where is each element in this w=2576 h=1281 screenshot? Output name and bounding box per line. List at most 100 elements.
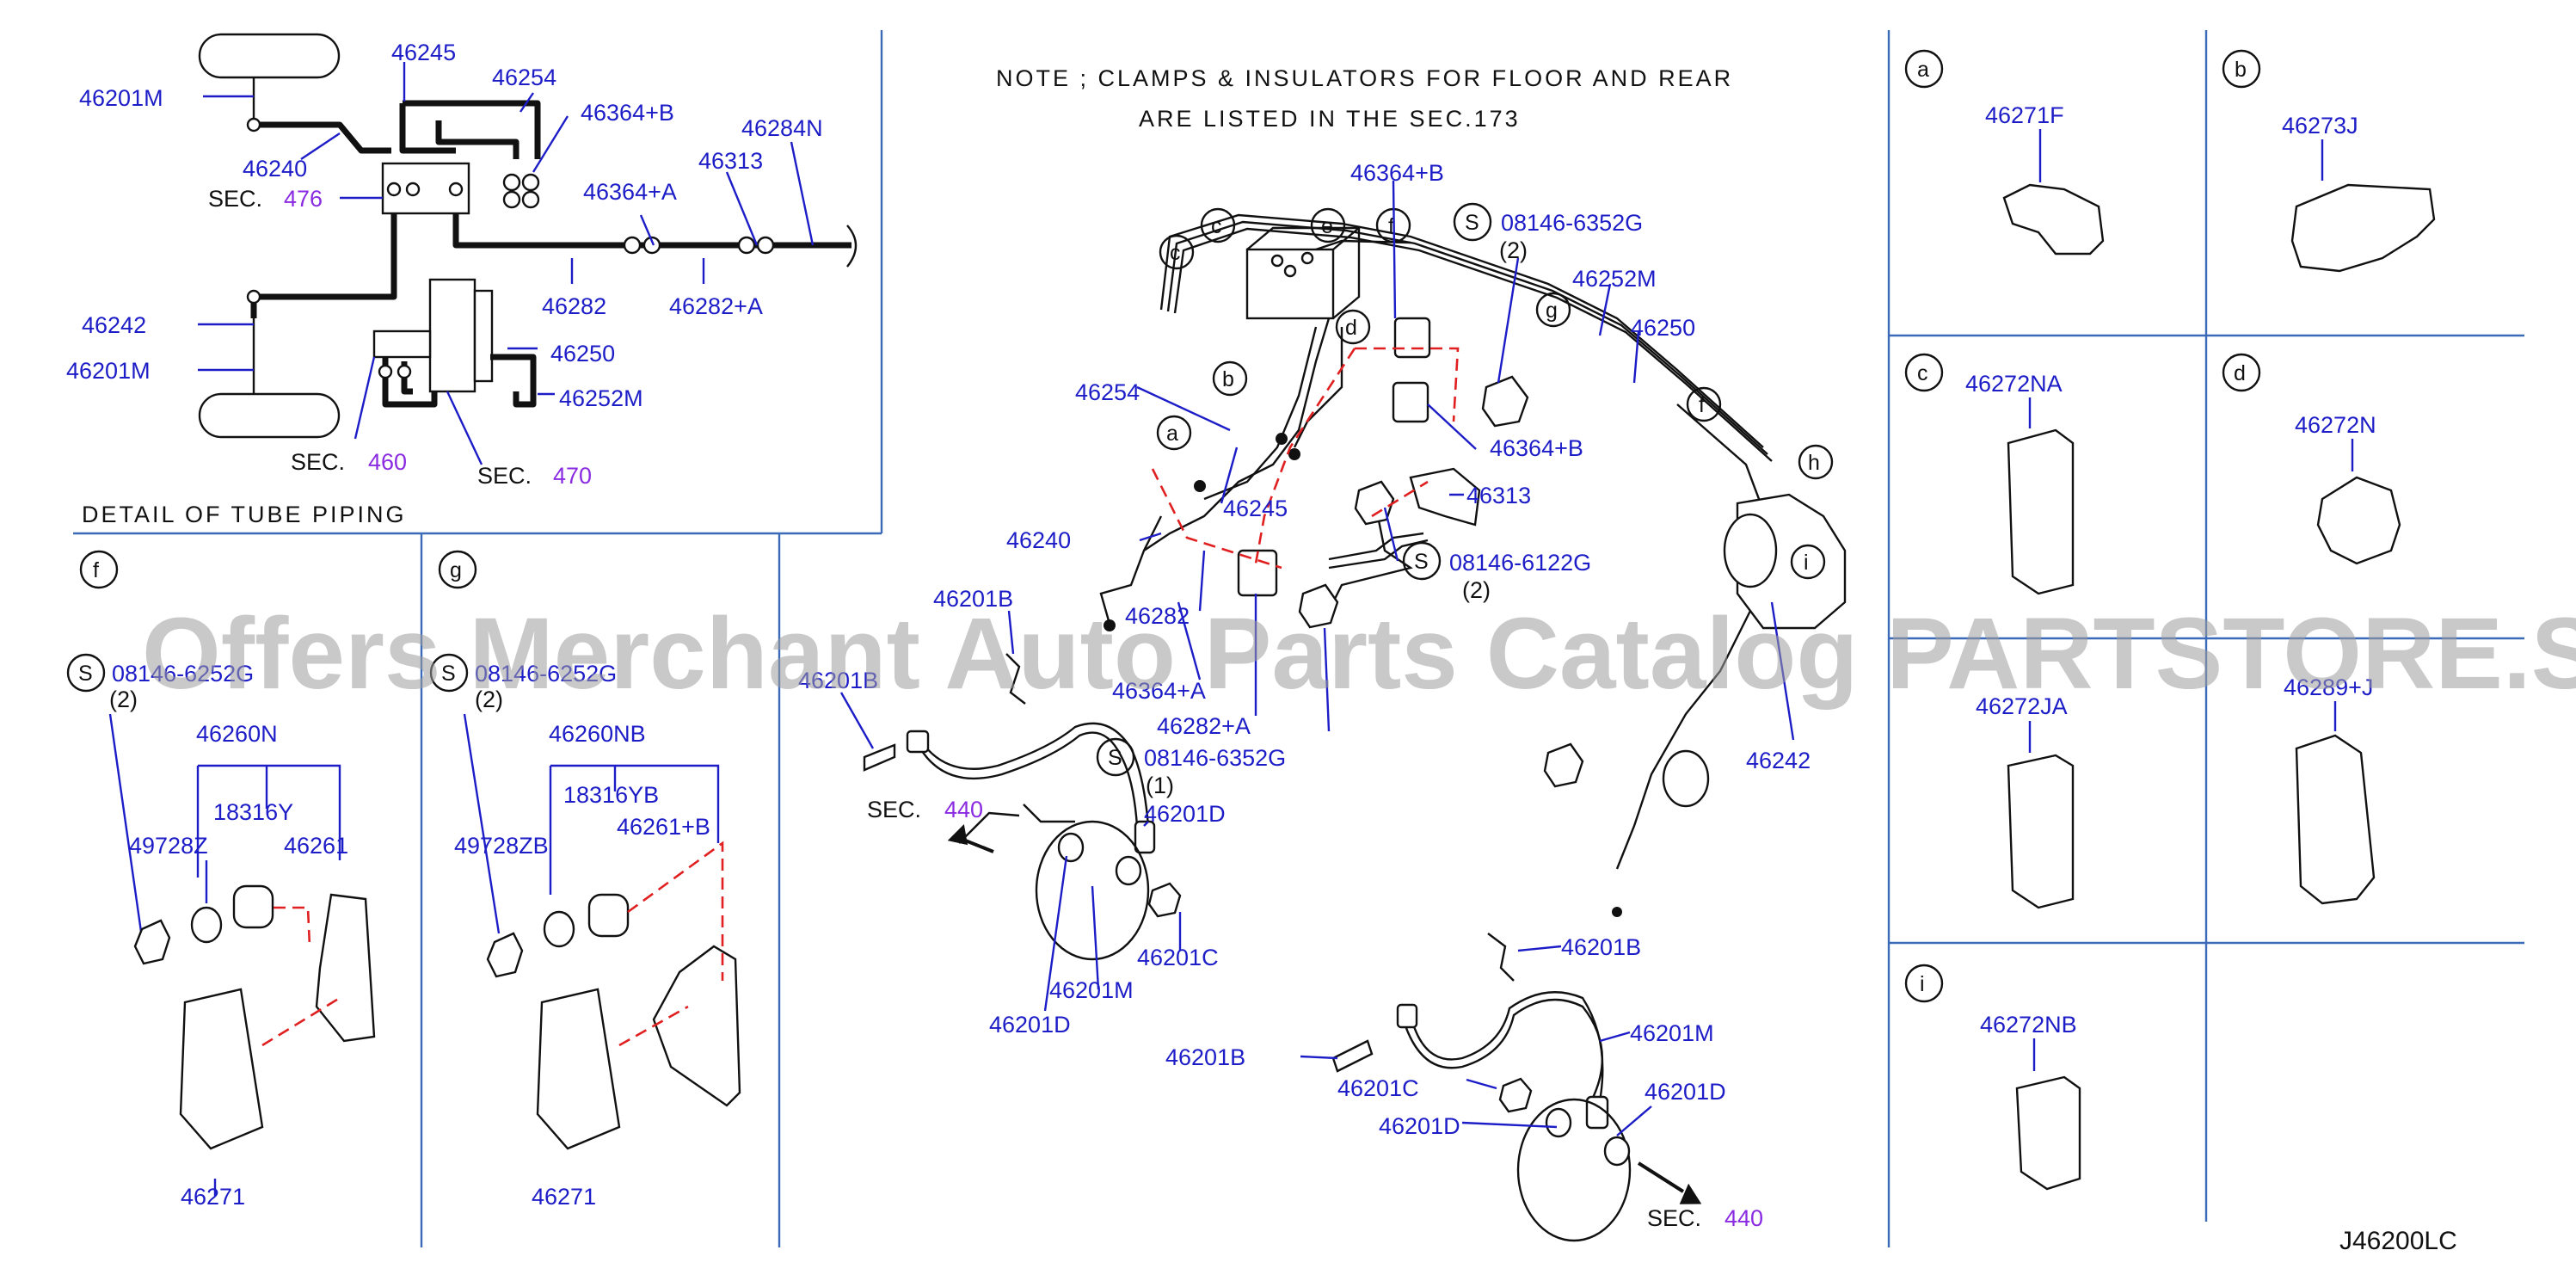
label-46252M: 46252M xyxy=(559,385,643,411)
grid-i-part: 46272NB xyxy=(1980,1012,2077,1038)
label-46261: 46261 xyxy=(284,833,348,859)
diagram-code: J46200LC xyxy=(2339,1227,2457,1255)
panel-frames xyxy=(73,30,2524,1247)
bracket-46364A xyxy=(1237,549,1278,597)
label-46364A: 46364+A xyxy=(583,179,677,205)
label-46201M-rear: 46201M xyxy=(1630,1020,1714,1046)
bushing-f xyxy=(232,884,274,929)
clip-46271-g xyxy=(536,988,621,1150)
grid-b-part: 46273J xyxy=(2282,113,2358,139)
bolt-46242 xyxy=(1543,742,1584,788)
washer-g xyxy=(543,910,575,948)
panel-g-s-mark: S xyxy=(441,662,456,686)
bolt-46313 xyxy=(1354,480,1395,526)
clamp-46272NA xyxy=(2007,428,2075,595)
callout-c2: c xyxy=(1170,241,1181,265)
rear-sec-word: SEC. xyxy=(1647,1205,1701,1231)
clamp-46271F xyxy=(2002,183,2105,256)
grommet xyxy=(1662,749,1710,808)
label-qty-2-main: (2) xyxy=(1499,237,1528,263)
clamp-46273J xyxy=(2290,183,2436,273)
label-46240: 46240 xyxy=(243,156,307,182)
label-46313-main: 46313 xyxy=(1466,483,1531,508)
label-46201D-rear-b: 46201D xyxy=(1645,1079,1726,1105)
rear-wheel-circle xyxy=(1516,1098,1632,1242)
clamp-grid: a 46271F b 46273J c 46272NA d 46272N 462… xyxy=(1904,49,2436,1191)
grid-i-letter: i xyxy=(1920,972,1925,996)
front-s-mark: S xyxy=(1108,746,1122,770)
label-46254-main: 46254 xyxy=(1075,379,1140,405)
sec-word-476: SEC. xyxy=(208,186,262,212)
clamp-46289J xyxy=(2295,734,2376,905)
master-cylinder-reservoir xyxy=(372,329,432,359)
front-clip-46201B-a xyxy=(1005,653,1026,705)
label-46284N: 46284N xyxy=(741,115,823,141)
callout-a: a xyxy=(1166,422,1178,446)
note-line-1: NOTE ; CLAMPS & INSULATORS FOR FLOOR AND… xyxy=(996,65,1733,91)
label-46201M-bottom: 46201M xyxy=(66,358,151,384)
label-46282: 46282 xyxy=(542,293,606,319)
callout-g: g xyxy=(1546,299,1558,323)
front-sec-440: 440 xyxy=(944,797,983,822)
callout-h: h xyxy=(1808,451,1820,475)
rear-sec-440: 440 xyxy=(1725,1205,1763,1231)
sec-word-470: SEC. xyxy=(477,463,532,489)
label-46282-main: 46282 xyxy=(1125,603,1190,629)
label-46240-main: 46240 xyxy=(1006,527,1071,553)
panel-f-qty: (2) xyxy=(109,687,138,712)
rear-clip-46201B-b xyxy=(1331,1039,1374,1073)
front-wheel-top xyxy=(198,33,341,79)
panel-f: f S 08146-6252G (2) 46260N 18316Y 49728Z… xyxy=(66,550,376,1210)
grid-a-part: 46271F xyxy=(1985,102,2064,128)
watermark: Offers Merchant Auto Parts Catalog PARTS… xyxy=(142,597,2576,711)
label-46201D-rear-a: 46201D xyxy=(1379,1113,1460,1139)
grid-b-letter: b xyxy=(2235,58,2247,82)
bolt-g xyxy=(486,932,524,978)
front-wheel-circle xyxy=(1035,820,1150,961)
sec-460: 460 xyxy=(368,449,407,475)
clamp-46272NB xyxy=(2015,1075,2081,1191)
sec-476: 476 xyxy=(284,186,323,212)
panel-g: g S 08146-6252G (2) 46260NB 18316YB 4626… xyxy=(429,550,741,1210)
label-46271-g: 46271 xyxy=(532,1184,596,1210)
label-46250-main: 46250 xyxy=(1631,315,1695,341)
label-46313: 46313 xyxy=(698,148,763,174)
rear-union-bolt xyxy=(1498,1077,1533,1113)
panel-g-letter: g xyxy=(450,558,462,582)
label-46250: 46250 xyxy=(550,341,615,366)
clamp-46272N xyxy=(2316,476,2401,565)
label-46261B: 46261+B xyxy=(617,814,710,840)
grid-c-part: 46272NA xyxy=(1965,371,2063,397)
label-46254: 46254 xyxy=(492,65,556,90)
label-46201C-front: 46201C xyxy=(1137,945,1219,970)
clamp-46272JA xyxy=(2007,754,2075,909)
callout-e: e xyxy=(1321,214,1333,238)
rear-arrow xyxy=(1679,1183,1702,1204)
label-qty-1-front: (1) xyxy=(1146,773,1174,798)
panel-f-letter: f xyxy=(93,558,99,582)
callout-f2: f xyxy=(1699,393,1705,417)
grid-d-letter: d xyxy=(2234,361,2246,385)
label-qty-2-s2: (2) xyxy=(1462,577,1491,603)
label-46252M-main: 46252M xyxy=(1572,266,1657,292)
label-46201B-rear-a: 46201B xyxy=(1561,934,1641,960)
label-46201C-rear: 46201C xyxy=(1337,1075,1419,1101)
label-46201B-rear-b: 46201B xyxy=(1165,1044,1245,1070)
label-46201B-front-a: 46201B xyxy=(933,586,1013,612)
label-46201M-front: 46201M xyxy=(1049,977,1134,1003)
note-line-2: ARE LISTED IN THE SEC.173 xyxy=(1139,106,1521,132)
callout-d: d xyxy=(1345,316,1357,340)
label-46245: 46245 xyxy=(391,40,456,65)
bolt-f xyxy=(133,919,171,965)
bushing-g xyxy=(587,893,630,938)
callout-c1: c xyxy=(1211,214,1222,238)
bracket-46364B-1 xyxy=(1393,317,1431,359)
abs-actuator-main xyxy=(1245,248,1335,320)
label-46245-main: 46245 xyxy=(1223,496,1288,521)
main-assembly: c c e f d g f h i b a S S 46364+B 08146-… xyxy=(1006,160,1847,917)
label-46260NB: 46260NB xyxy=(549,721,646,747)
rear-wheel-bottom xyxy=(198,392,341,439)
label-46364B: 46364+B xyxy=(581,100,674,126)
label-46364B-2-main: 46364+B xyxy=(1490,435,1583,461)
label-08146-6352G-main: 08146-6352G xyxy=(1501,210,1643,236)
